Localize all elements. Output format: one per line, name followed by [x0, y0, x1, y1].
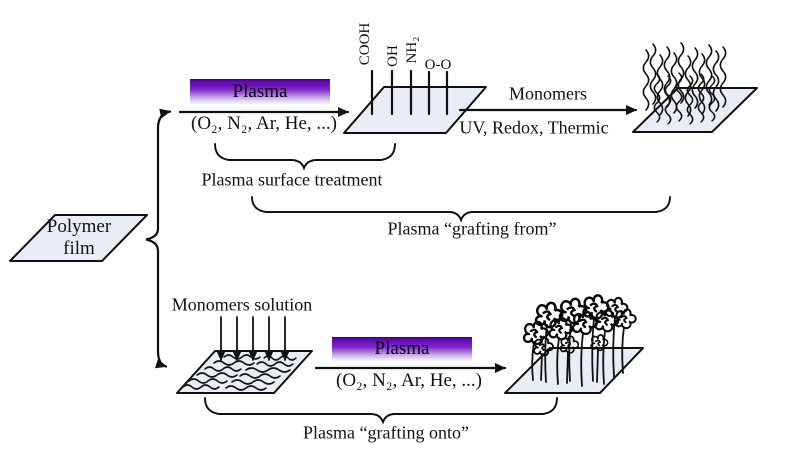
surface-treatment-brace	[214, 143, 396, 171]
initiation-label: UV, Redox, Thermic	[459, 117, 609, 138]
plasma-bottom-label: Plasma	[374, 338, 430, 359]
polymer-film-label-line2: film	[63, 238, 95, 260]
grafting-from-brace	[251, 196, 671, 223]
functional-group-nh2-label: NH₂	[404, 36, 421, 64]
plasma-top-label: Plasma	[232, 80, 288, 102]
bottom-gases-label: (O₂, N₂, Ar, He, ...)	[336, 370, 482, 392]
grafted-coils-surface-shape	[504, 294, 644, 394]
functional-group-oh-label: OH	[385, 45, 402, 67]
surface-treatment-caption: Plasma surface treatment	[201, 169, 383, 190]
plasma-box-top: Plasma	[190, 79, 330, 104]
plasma-box-bottom: Plasma	[332, 337, 472, 361]
grafting-onto-caption: Plasma “grafting onto”	[303, 422, 469, 443]
monomers-label: Monomers	[509, 83, 587, 104]
grafting-onto-brace	[204, 397, 558, 425]
grafted-brush-surface-shape	[632, 42, 758, 133]
top-gases-label: (O₂, N₂, Ar, He, ...)	[191, 113, 337, 135]
polymer-film-shape	[9, 214, 148, 262]
functional-group-peroxide-label: O-O	[424, 57, 452, 74]
polymer-film-label-line1: Polymer	[46, 216, 112, 238]
monomer-down-arrows	[216, 316, 290, 361]
branch-connector	[145, 108, 172, 369]
monomer-solution-surface-shape	[176, 350, 313, 394]
functional-group-cooh-label: COOH	[357, 22, 374, 66]
monomers-solution-label: Monomers solution	[171, 294, 313, 315]
grafting-from-caption: Plasma “grafting from”	[387, 218, 557, 239]
functionalized-surface-shape	[343, 69, 487, 134]
